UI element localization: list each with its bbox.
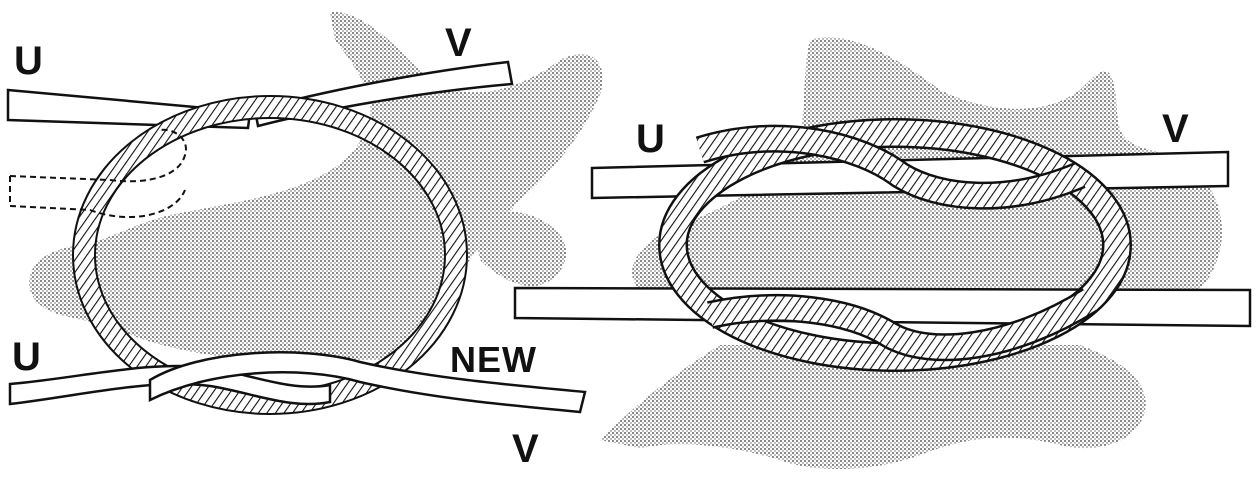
right-hand-lower [600,345,1146,470]
label-v-right: V [1162,107,1190,151]
label-u-bottom-left: U [12,335,42,379]
label-u-right: U [636,117,666,161]
dashed-strand [9,128,187,218]
rope-loop [72,95,468,415]
left-figure: U V U NEW V [6,11,603,471]
label-v-top-right: V [445,21,473,65]
right-figure: U V [513,37,1252,470]
label-u-top-left: U [14,39,44,83]
reef-knot [658,118,1132,372]
label-new: NEW [450,339,537,380]
rope-v-bottom [148,351,587,414]
left-hand-finger [470,211,567,286]
label-v-bottom-right: V [512,427,540,471]
rope-u-bottom [8,364,332,406]
